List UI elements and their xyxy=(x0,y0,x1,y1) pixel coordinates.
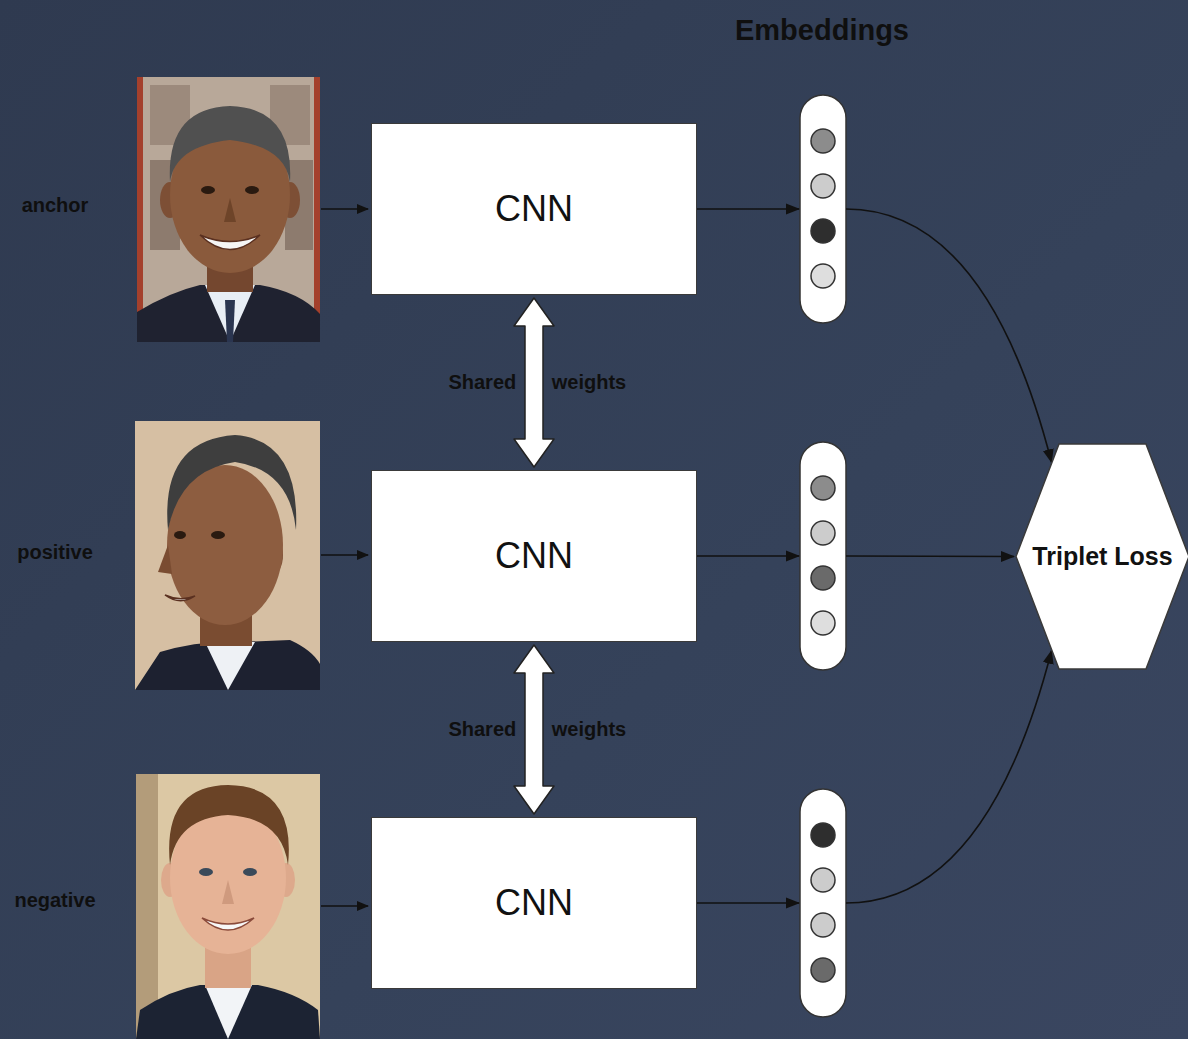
embedding-connector xyxy=(697,651,1052,903)
anchor-photo xyxy=(137,77,320,342)
negative-photo xyxy=(136,774,320,1039)
embedding-vector xyxy=(800,789,846,1017)
input-role-label: negative xyxy=(14,889,95,912)
column-heading: Embeddings xyxy=(735,14,909,47)
positive-photo xyxy=(135,421,320,690)
cnn-box: CNN xyxy=(371,817,697,989)
input-role-label: anchor xyxy=(22,194,89,217)
input-role-label: positive xyxy=(17,541,93,564)
embedding-vector xyxy=(800,95,846,323)
embedding-connector xyxy=(697,209,1052,462)
edge-label: Shared weights xyxy=(448,718,626,741)
network-label: CNN xyxy=(495,535,573,577)
input-arrows xyxy=(321,209,368,906)
embedding-vector xyxy=(800,442,846,670)
loss-label: Triplet Loss xyxy=(1032,542,1172,571)
network-label: CNN xyxy=(495,188,573,230)
network-label: CNN xyxy=(495,882,573,924)
cnn-box: CNN xyxy=(371,123,697,295)
cnn-box: CNN xyxy=(371,470,697,642)
edge-label: Shared weights xyxy=(448,371,626,394)
embedding-connector xyxy=(697,556,1014,558)
loss-hexagon: Triplet Loss xyxy=(1015,443,1188,670)
